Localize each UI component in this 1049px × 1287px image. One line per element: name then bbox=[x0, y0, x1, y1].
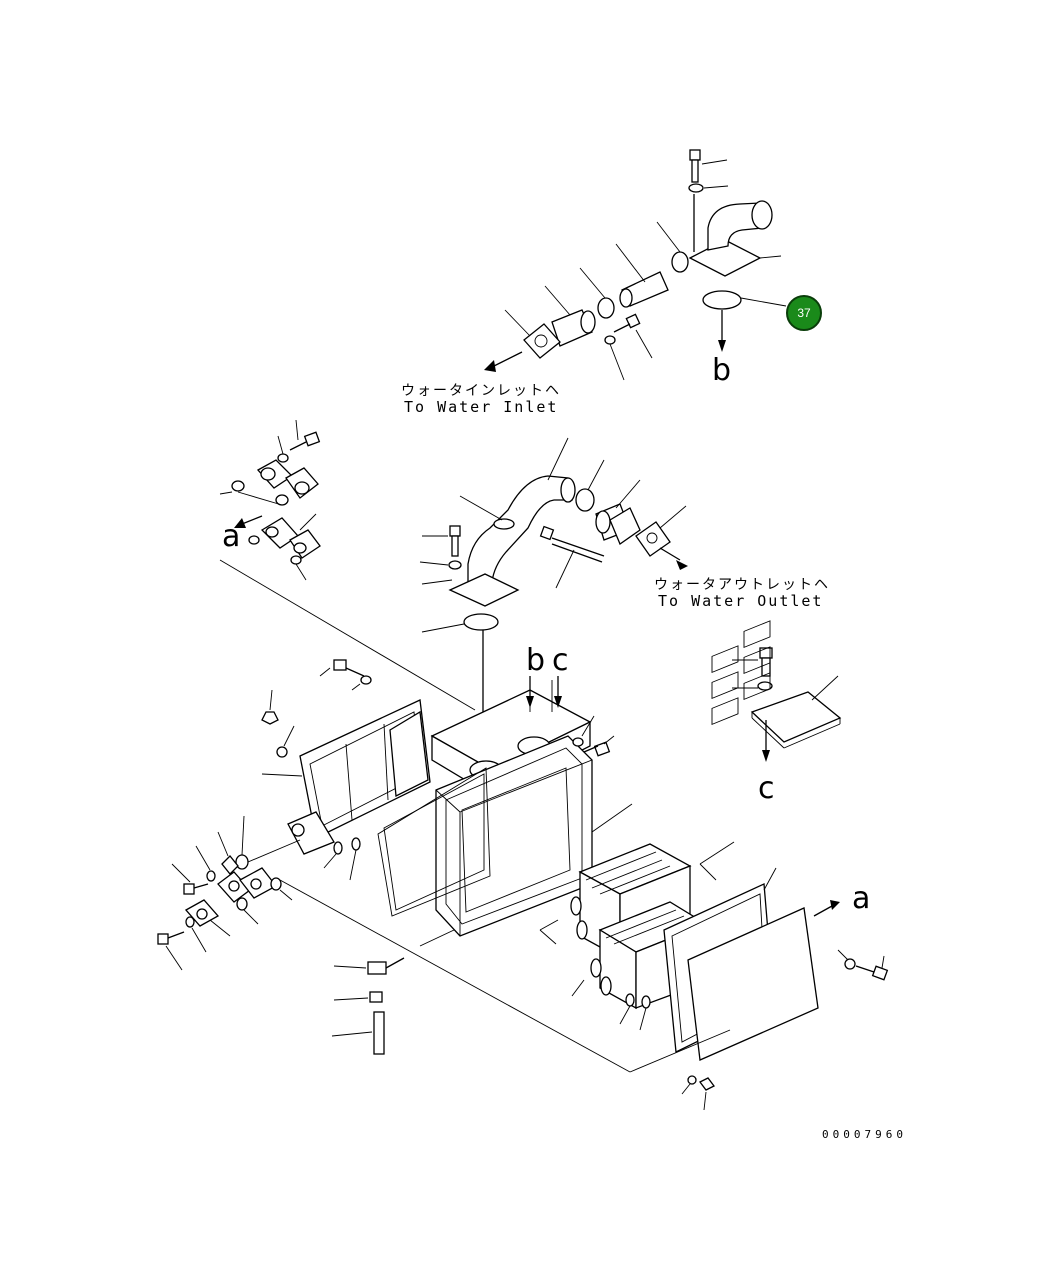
ref-letter-b-mid: b bbox=[526, 643, 546, 678]
cooler-case bbox=[419, 676, 633, 947]
inlet-elbow-assembly bbox=[484, 149, 787, 381]
bolt-top bbox=[689, 149, 728, 183]
water-inlet-label-jp: ウォータインレットヘ bbox=[401, 383, 561, 399]
washer-top bbox=[688, 183, 704, 193]
outlet-elbow-assembly bbox=[419, 437, 688, 850]
drawing-code: 00007960 bbox=[822, 1128, 907, 1141]
inlet-connector bbox=[544, 285, 596, 347]
water-outlet-label-en: To Water Outlet bbox=[658, 592, 824, 610]
ref-letter-c-right: c bbox=[758, 771, 775, 806]
water-outlet-label-jp: ウォータアウトレットヘ bbox=[654, 577, 830, 593]
hose-clamp-upper bbox=[656, 221, 689, 273]
inlet-gasket bbox=[504, 309, 561, 359]
ref-letter-a-right: a bbox=[852, 881, 871, 916]
outlet-clamp bbox=[575, 488, 595, 512]
drain-cock-parts bbox=[331, 957, 405, 1055]
bolt-inlet bbox=[613, 313, 653, 359]
outlet-gasket-lower bbox=[463, 613, 499, 631]
arrow-b-down bbox=[718, 340, 726, 352]
drain-flange-group bbox=[157, 831, 631, 1073]
connector-group-a bbox=[219, 419, 476, 711]
cover-plate-c bbox=[732, 647, 842, 762]
case-gasket-left bbox=[383, 773, 485, 911]
gasket-37 bbox=[702, 290, 742, 310]
outlet-gasket bbox=[635, 521, 671, 557]
hose-clamp-lower bbox=[579, 267, 615, 319]
right-end-cover bbox=[629, 620, 889, 1111]
ref-letter-c-mid: c bbox=[552, 643, 569, 678]
elbow-pipe bbox=[688, 200, 782, 277]
water-inlet-label-en: To Water Inlet bbox=[404, 398, 559, 416]
case-bolt bbox=[572, 715, 615, 757]
long-bolt bbox=[539, 525, 605, 589]
bolt-a bbox=[289, 419, 321, 451]
left-end-cover bbox=[235, 659, 431, 881]
ref-letter-b-top: b bbox=[712, 353, 732, 388]
part-callout-37[interactable]: 37 bbox=[786, 295, 822, 331]
washer-inlet bbox=[604, 335, 616, 345]
hose bbox=[615, 243, 669, 308]
ref-letter-a-left: a bbox=[222, 519, 241, 554]
